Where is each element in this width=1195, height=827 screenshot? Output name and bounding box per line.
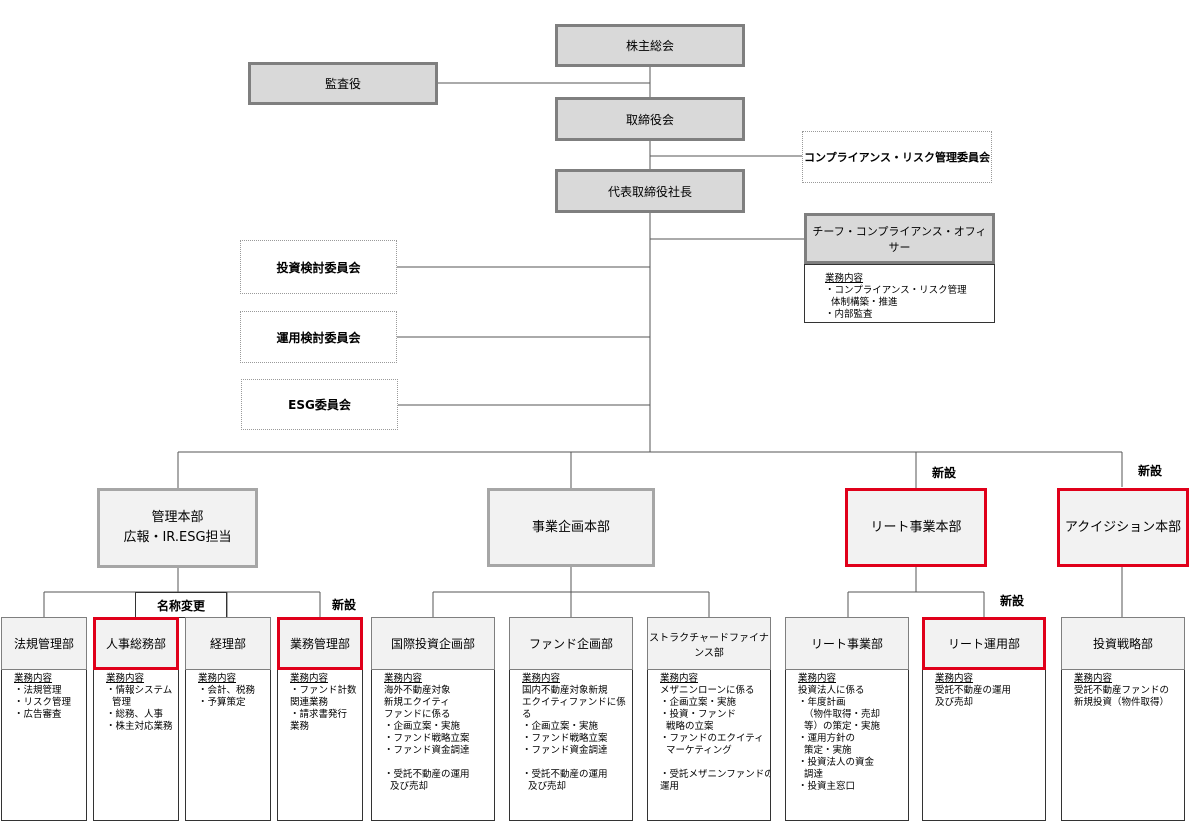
reit-operation-dept-label: リート運用部 <box>947 637 1020 651</box>
hr-dept-desc-body: ・情報システム 管理 ・総務、人事 ・株主対応業務 <box>106 685 173 732</box>
fund-planning-dept-description: 業務内容国内不動産対象新規 エクイティファンドに係 る ・企画立案・実施 ・ファ… <box>509 670 633 821</box>
fund-planning-dept-desc-heading: 業務内容 <box>522 673 561 684</box>
intl-investment-dept-label: 国際投資企画部 <box>390 637 475 651</box>
business-mgmt-dept-desc-body: ・ファンド計数 関連業務 ・請求書発行 業務 <box>290 685 357 732</box>
operation-committee-label: 運用検討委員会 <box>276 330 361 345</box>
investment-committee-box: 投資検討委員会 <box>240 240 397 294</box>
reit-operation-dept-box: リート運用部 <box>922 617 1046 670</box>
president-box: 代表取締役社長 <box>555 169 745 213</box>
reit-operation-dept-description: 業務内容受託不動産の運用 及び売却 <box>922 670 1046 821</box>
new-tag-reit-division: 新設 <box>932 466 957 480</box>
legal-dept-desc-body: ・法規管理 ・リスク管理 ・広告審査 <box>14 685 72 720</box>
reit-division-label: リート事業本部 <box>870 519 962 535</box>
investment-strategy-dept-desc-heading: 業務内容 <box>1074 673 1113 684</box>
board-box: 取締役会 <box>555 97 745 141</box>
intl-investment-dept-description: 業務内容海外不動産対象 新規エクイティ ファンドに係る ・企画立案・実施 ・ファ… <box>371 670 495 821</box>
reit-business-dept-desc-heading: 業務内容 <box>798 673 837 684</box>
compliance-committee-label: コンプライアンス・リスク管理委員会 <box>803 151 990 164</box>
reit-operation-dept-desc-heading: 業務内容 <box>935 673 974 684</box>
intl-investment-dept-desc-heading: 業務内容 <box>384 673 423 684</box>
accounting-dept-description: 業務内容・会計、税務 ・予算策定 <box>185 670 271 821</box>
compliance-committee-box: コンプライアンス・リスク管理委員会 <box>802 131 992 183</box>
accounting-dept-desc-body: ・会計、税務 ・予算策定 <box>198 685 256 708</box>
investment-strategy-dept-box: 投資戦略部 <box>1061 617 1185 670</box>
legal-dept-box: 法規管理部 <box>1 617 87 670</box>
cco-desc-heading: 業務内容 <box>825 273 864 284</box>
intl-investment-dept-box: 国際投資企画部 <box>371 617 495 670</box>
admin-division-box: 管理本部広報・IR.ESG担当 <box>97 488 258 568</box>
accounting-dept-desc-heading: 業務内容 <box>198 673 237 684</box>
new-tag-acquisition: 新設 <box>1138 464 1163 478</box>
hr-dept-label: 人事総務部 <box>105 637 166 651</box>
structured-finance-dept-desc-body: メザニンローンに係る ・企画立案・実施 ・投資・ファンド 戦略の立案 ・ファンド… <box>660 685 771 792</box>
investment-strategy-dept-description: 業務内容受託不動産ファンドの 新規投資（物件取得） <box>1061 670 1185 821</box>
renamed-tag: 名称変更 <box>135 592 227 618</box>
hr-dept-desc-heading: 業務内容 <box>106 673 145 684</box>
acquisition-division-label: アクイジション本部 <box>1064 519 1182 535</box>
cco-label: チーフ・コンプライアンス・オフィサー <box>812 224 987 254</box>
operation-committee-box: 運用検討委員会 <box>240 311 397 363</box>
legal-dept-label: 法規管理部 <box>13 637 74 651</box>
structured-finance-dept-box: ストラクチャードファイナンス部 <box>647 617 771 670</box>
business-mgmt-dept-description: 業務内容・ファンド計数 関連業務 ・請求書発行 業務 <box>277 670 363 821</box>
fund-planning-dept-desc-body: 国内不動産対象新規 エクイティファンドに係 る ・企画立案・実施 ・ファンド戦略… <box>522 685 626 792</box>
acquisition-division-box: アクイジション本部 <box>1057 488 1189 567</box>
hr-dept-description: 業務内容・情報システム 管理 ・総務、人事 ・株主対応業務 <box>93 670 179 821</box>
shareholders-box: 株主総会 <box>555 24 745 67</box>
reit-operation-dept-desc-body: 受託不動産の運用 及び売却 <box>935 685 1012 708</box>
accounting-dept-label: 経理部 <box>209 637 246 651</box>
esg-committee-box: ESG委員会 <box>241 379 398 430</box>
reit-business-dept-box: リート事業部 <box>785 617 909 670</box>
shareholders-label: 株主総会 <box>625 39 674 53</box>
reit-business-dept-desc-body: 投資法人に係る ・年度計画 （物件取得・売却 等）の策定・実施 ・運用方針の 策… <box>798 685 881 792</box>
business-planning-label: 事業企画本部 <box>531 519 610 535</box>
auditor-label: 監査役 <box>324 77 361 91</box>
new-tag-reit-operation: 新設 <box>1000 594 1025 608</box>
cco-desc-body: ・コンプライアンス・リスク管理 体制構築・推進 ・内部監査 <box>825 285 967 320</box>
cco-box: チーフ・コンプライアンス・オフィサー <box>804 213 995 264</box>
admin-division-line2: 広報・IR.ESG担当 <box>123 530 232 545</box>
board-label: 取締役会 <box>625 112 674 127</box>
cco-description: 業務内容・コンプライアンス・リスク管理 体制構築・推進 ・内部監査 <box>804 264 995 323</box>
investment-strategy-dept-label: 投資戦略部 <box>1092 637 1153 651</box>
reit-division-box: リート事業本部 <box>845 488 987 567</box>
structured-finance-dept-description: 業務内容メザニンローンに係る ・企画立案・実施 ・投資・ファンド 戦略の立案 ・… <box>647 670 771 821</box>
business-mgmt-dept-desc-heading: 業務内容 <box>290 673 329 684</box>
business-planning-division-box: 事業企画本部 <box>487 488 655 567</box>
intl-investment-dept-desc-body: 海外不動産対象 新規エクイティ ファンドに係る ・企画立案・実施 ・ファンド戦略… <box>384 685 470 792</box>
business-mgmt-dept-label: 業務管理部 <box>289 637 350 651</box>
structured-finance-dept-label: ストラクチャードファイナンス部 <box>649 632 769 659</box>
reit-business-dept-description: 業務内容投資法人に係る ・年度計画 （物件取得・売却 等）の策定・実施 ・運用方… <box>785 670 909 821</box>
accounting-dept-box: 経理部 <box>185 617 271 670</box>
fund-planning-dept-box: ファンド企画部 <box>509 617 633 670</box>
business-mgmt-dept-box: 業務管理部 <box>277 617 363 670</box>
structured-finance-dept-desc-heading: 業務内容 <box>660 673 699 684</box>
legal-dept-description: 業務内容・法規管理 ・リスク管理 ・広告審査 <box>1 670 87 821</box>
investment-committee-label: 投資検討委員会 <box>276 260 361 275</box>
legal-dept-desc-heading: 業務内容 <box>14 673 53 684</box>
hr-dept-box: 人事総務部 <box>93 617 179 670</box>
esg-committee-label: ESG委員会 <box>288 398 351 412</box>
investment-strategy-dept-desc-body: 受託不動産ファンドの 新規投資（物件取得） <box>1074 685 1170 708</box>
admin-division-line1: 管理本部 <box>151 510 204 525</box>
new-tag-business-mgmt: 新設 <box>332 598 357 612</box>
auditor-box: 監査役 <box>248 62 438 105</box>
reit-business-dept-label: リート事業部 <box>810 637 883 651</box>
president-label: 代表取締役社長 <box>607 184 692 199</box>
fund-planning-dept-label: ファンド企画部 <box>528 637 613 651</box>
